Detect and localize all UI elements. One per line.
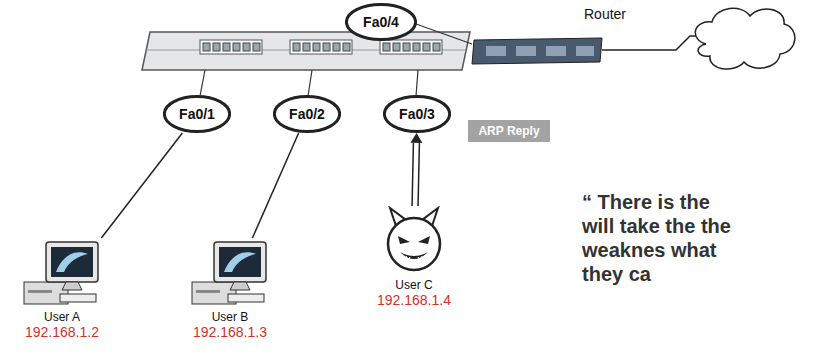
node-label: Fa0/2 [289, 106, 325, 122]
node-label: Fa0/1 [179, 106, 215, 122]
port-ellipse: Fa0/4 [345, 3, 417, 41]
connector [101, 133, 182, 238]
ellipse-outline [346, 5, 415, 40]
ip-address: 192.168.1.4 [377, 292, 451, 308]
quote-text: “ There is the will take the the weaknes… [582, 190, 742, 286]
port-ellipse: Fa0/2 [273, 95, 341, 133]
user-host: User A192.168.1.2 [12, 238, 112, 340]
ellipse-outline [164, 97, 229, 132]
connector [410, 133, 422, 206]
device-label: Router [584, 6, 626, 22]
user-host: User B192.168.1.3 [180, 238, 280, 340]
cloud [695, 8, 795, 69]
port-ellipse: Fa0/1 [163, 95, 231, 133]
host-name: User C [395, 278, 432, 292]
switch [142, 32, 470, 70]
port-ellipse: Fa0/3 [383, 95, 451, 133]
host-name: User B [212, 310, 249, 324]
connector [252, 133, 298, 238]
message-tag: ARP Reply [468, 120, 550, 142]
ellipse-outline [274, 97, 339, 132]
node-label: ARP Reply [478, 124, 539, 138]
ip-address: 192.168.1.3 [193, 324, 267, 340]
computer-icon [20, 238, 104, 308]
node-label: Fa0/4 [363, 14, 399, 30]
user-host: User C192.168.1.4 [364, 206, 464, 308]
computer-icon [188, 238, 272, 308]
node-label: Fa0/3 [399, 106, 435, 122]
attacker-icon [372, 206, 456, 276]
router [472, 38, 602, 64]
ip-address: 192.168.1.2 [25, 324, 99, 340]
host-name: User A [44, 310, 80, 324]
ellipse-outline [384, 97, 449, 132]
